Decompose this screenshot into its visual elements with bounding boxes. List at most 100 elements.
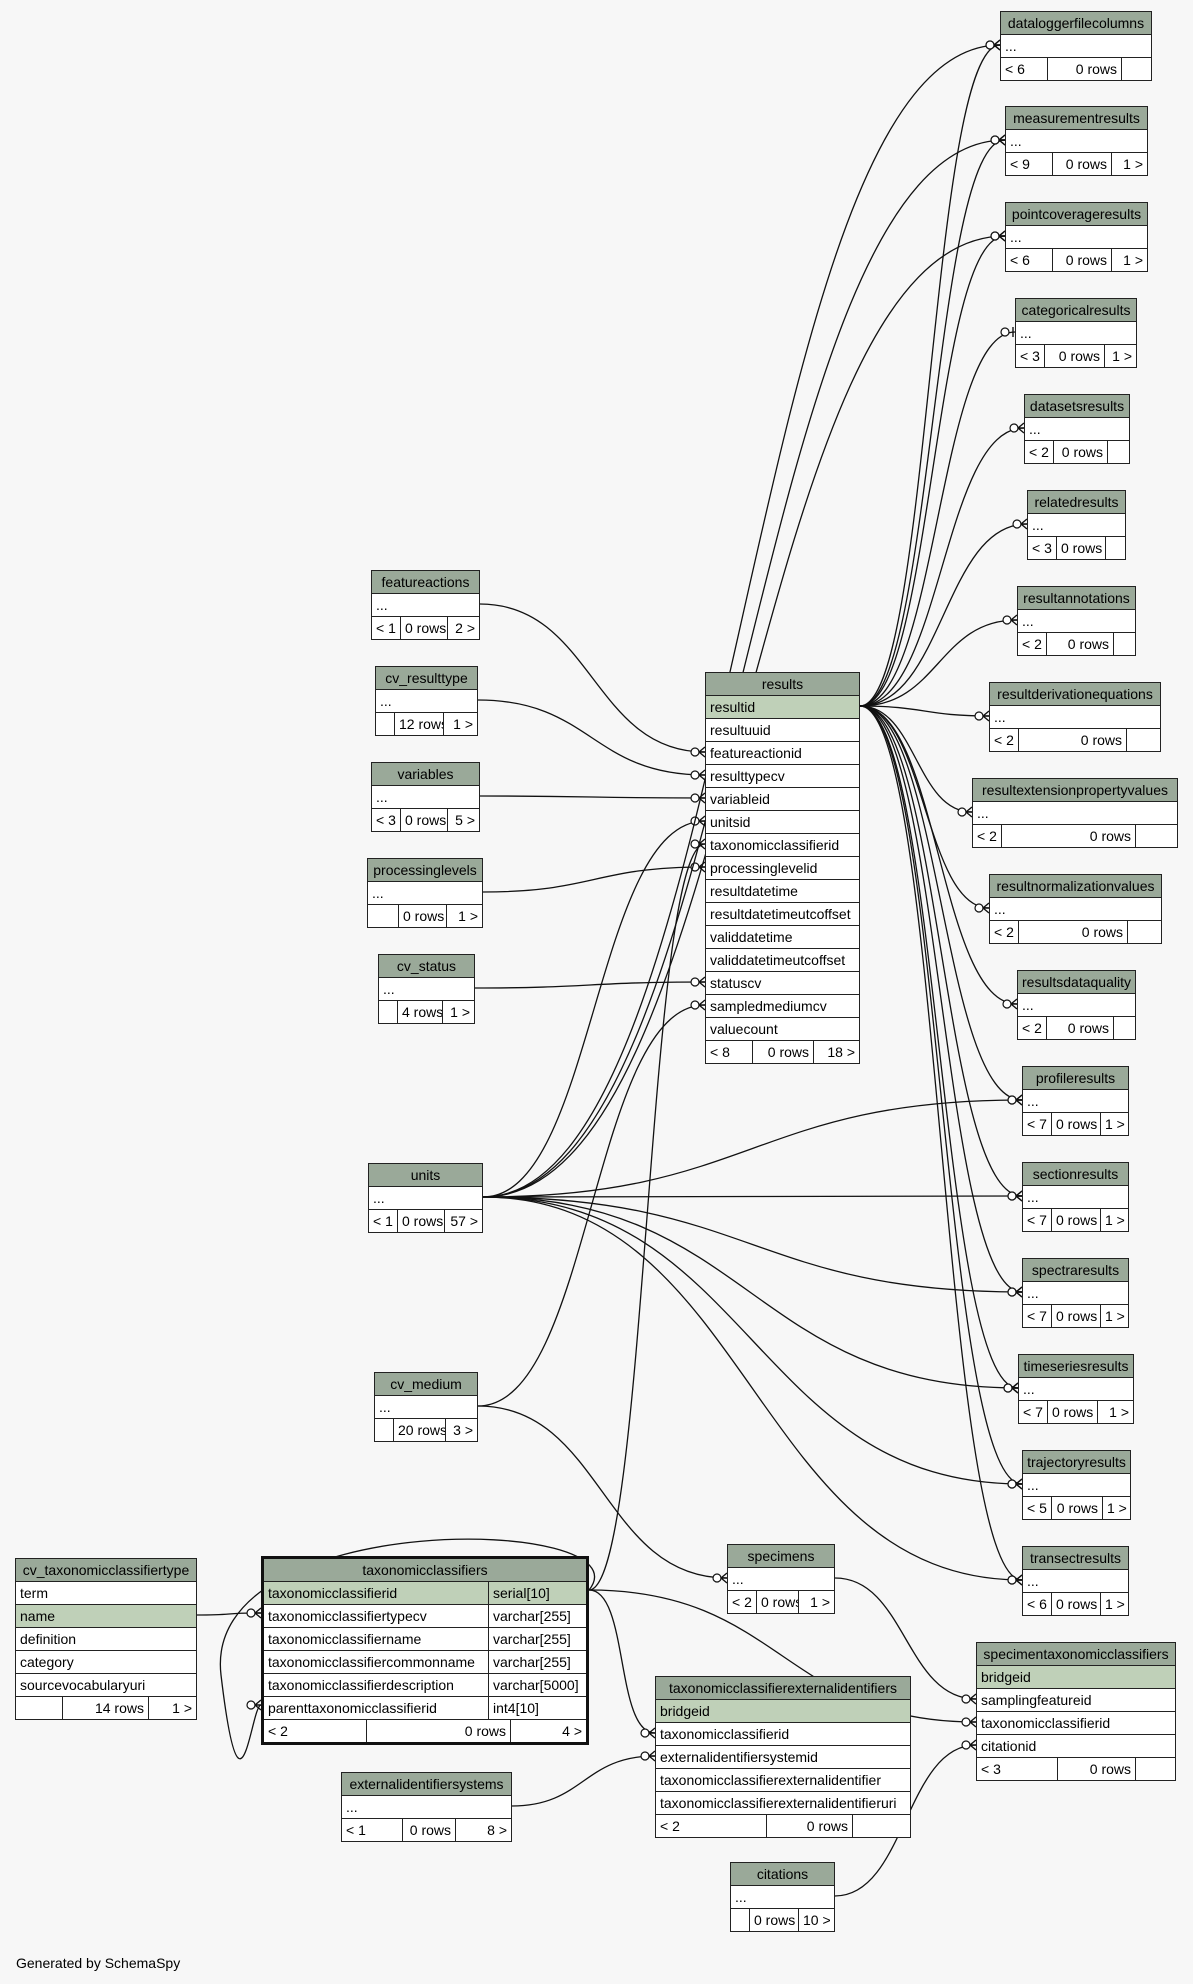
table-title[interactable]: dataloggerfilecolumns — [1001, 12, 1151, 35]
column-row[interactable]: externalidentifiersystemid — [656, 1746, 910, 1769]
child-count-link[interactable] — [1126, 729, 1160, 751]
parent-count-link[interactable]: < 3 — [1032, 540, 1052, 556]
column-row[interactable]: definition — [16, 1628, 196, 1651]
parent-count-link[interactable]: < 2 — [994, 732, 1014, 748]
table-title[interactable]: results — [706, 673, 859, 696]
column-row[interactable]: statuscv — [706, 972, 859, 995]
table-title[interactable]: resultextensionpropertyvalues — [973, 779, 1177, 802]
table-title[interactable]: taxonomicclassifiers — [264, 1559, 586, 1582]
column-row[interactable]: resultdatetime — [706, 880, 859, 903]
child-count-link[interactable] — [1105, 537, 1125, 559]
table-title[interactable]: processinglevels — [368, 859, 482, 882]
parent-count-link[interactable]: < 2 — [1029, 444, 1049, 460]
column-row[interactable]: resulttypecv — [706, 765, 859, 788]
column-row[interactable]: taxonomicclassifierid — [977, 1712, 1175, 1735]
parent-count-link[interactable]: < 3 — [1020, 348, 1040, 364]
child-count-link[interactable]: 1 > — [1100, 1593, 1128, 1615]
column-row[interactable]: term — [16, 1582, 196, 1605]
column-row[interactable]: ... — [973, 802, 1177, 825]
child-count-link[interactable]: 18 > — [813, 1041, 859, 1063]
child-count-link[interactable]: 1 > — [1097, 1401, 1133, 1423]
column-row[interactable]: category — [16, 1651, 196, 1674]
child-count-link[interactable]: 1 > — [798, 1591, 834, 1613]
table-title[interactable]: cv_resulttype — [376, 667, 477, 690]
parent-count-link[interactable] — [16, 1697, 62, 1719]
table-title[interactable]: measurementresults — [1006, 107, 1147, 130]
table-title[interactable]: resultsdataquality — [1018, 971, 1135, 994]
column-row[interactable]: ... — [728, 1568, 834, 1591]
column-row[interactable]: ... — [372, 594, 479, 617]
table-title[interactable]: datasetsresults — [1025, 395, 1129, 418]
parent-count-link[interactable]: < 2 — [977, 828, 997, 844]
column-row[interactable]: ... — [1028, 514, 1125, 537]
table-title[interactable]: trajectoryresults — [1023, 1451, 1130, 1474]
child-count-link[interactable] — [1135, 1758, 1175, 1780]
column-row[interactable]: sampledmediumcv — [706, 995, 859, 1018]
table-title[interactable]: resultderivationequations — [990, 683, 1160, 706]
child-count-link[interactable]: 2 > — [447, 617, 479, 639]
table-title[interactable]: profileresults — [1023, 1067, 1128, 1090]
table-title[interactable]: pointcoverageresults — [1006, 203, 1147, 226]
key-column-row[interactable]: resultid — [706, 696, 859, 719]
column-row[interactable]: ... — [1018, 994, 1135, 1017]
table-title[interactable]: cv_taxonomicclassifiertype — [16, 1559, 196, 1582]
parent-count-link[interactable]: < 5 — [1027, 1500, 1047, 1516]
column-row[interactable]: ... — [342, 1796, 511, 1819]
parent-count-link[interactable]: < 2 — [732, 1594, 752, 1610]
parent-count-link[interactable]: < 1 — [346, 1822, 366, 1838]
column-row[interactable]: ... — [1006, 130, 1147, 153]
column-row[interactable]: ... — [1025, 418, 1129, 441]
parent-count-link[interactable]: < 1 — [376, 620, 396, 636]
child-count-link[interactable]: 1 > — [1102, 1497, 1130, 1519]
child-count-link[interactable] — [1107, 441, 1129, 463]
column-row[interactable]: variableid — [706, 788, 859, 811]
table-title[interactable]: categoricalresults — [1016, 299, 1136, 322]
table-title[interactable]: citations — [731, 1863, 834, 1886]
child-count-link[interactable]: 1 > — [1100, 1305, 1128, 1327]
parent-count-link[interactable]: < 1 — [373, 1213, 393, 1229]
parent-count-link[interactable] — [379, 1001, 397, 1023]
column-row[interactable]: samplingfeatureid — [977, 1689, 1175, 1712]
column-row[interactable]: valuecount — [706, 1018, 859, 1041]
column-row[interactable]: sourcevocabularyuri — [16, 1674, 196, 1697]
table-title[interactable]: externalidentifiersystems — [342, 1773, 511, 1796]
child-count-link[interactable] — [1113, 633, 1135, 655]
parent-count-link[interactable]: < 6 — [1027, 1596, 1047, 1612]
column-row[interactable]: ... — [369, 1187, 482, 1210]
parent-count-link[interactable] — [368, 905, 398, 927]
child-count-link[interactable]: 4 > — [510, 1720, 586, 1742]
child-count-link[interactable]: 10 > — [798, 1909, 834, 1931]
child-count-link[interactable]: 8 > — [455, 1819, 511, 1841]
column-row[interactable]: ... — [1023, 1282, 1128, 1305]
column-row[interactable]: ... — [376, 690, 477, 713]
table-title[interactable]: relatedresults — [1028, 491, 1125, 514]
table-title[interactable]: taxonomicclassifierexternalidentifiers — [656, 1677, 910, 1700]
key-column-row[interactable]: bridgeid — [656, 1700, 910, 1723]
column-row[interactable]: taxonomicclassifierexternalidentifier — [656, 1769, 910, 1792]
column-row[interactable]: ... — [731, 1886, 834, 1909]
child-count-link[interactable] — [852, 1815, 910, 1837]
column-row[interactable]: taxonomicclassifierid — [656, 1723, 910, 1746]
parent-count-link[interactable]: < 8 — [710, 1044, 730, 1060]
child-count-link[interactable]: 1 > — [1104, 345, 1136, 367]
parent-count-link[interactable] — [376, 713, 394, 735]
child-count-link[interactable]: 1 > — [446, 905, 482, 927]
column-row[interactable]: ... — [990, 898, 1161, 921]
table-title[interactable]: variables — [372, 763, 479, 786]
column-row[interactable]: ... — [1018, 610, 1135, 633]
column-row[interactable]: ... — [1023, 1570, 1128, 1593]
parent-count-link[interactable]: < 3 — [981, 1761, 1001, 1777]
column-row[interactable]: citationid — [977, 1735, 1175, 1758]
column-row[interactable]: ... — [368, 882, 482, 905]
table-title[interactable]: resultnormalizationvalues — [990, 875, 1161, 898]
parent-count-link[interactable] — [731, 1909, 749, 1931]
parent-count-link[interactable]: < 7 — [1027, 1308, 1047, 1324]
parent-count-link[interactable]: < 7 — [1027, 1116, 1047, 1132]
column-row[interactable]: ... — [1019, 1378, 1133, 1401]
child-count-link[interactable]: 1 > — [1100, 1209, 1128, 1231]
